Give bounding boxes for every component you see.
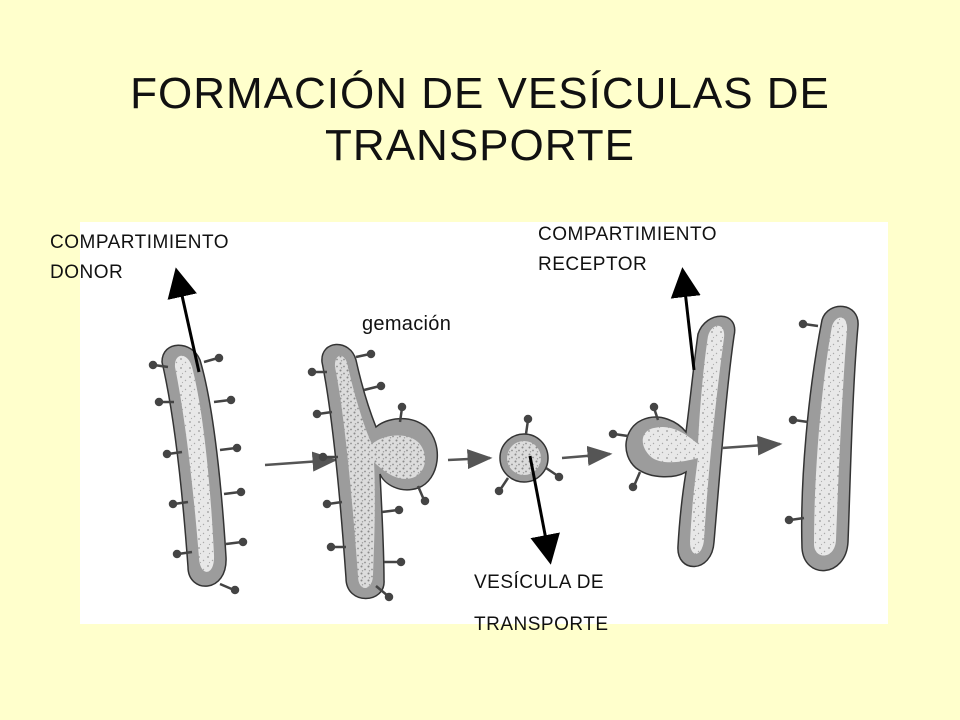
donor-compartment-stage-1 <box>148 344 248 595</box>
donor-compartment-label: COMPARTIMIENTO DONOR <box>50 228 229 288</box>
vesicle-pointer-arrow <box>528 455 560 565</box>
receptor-compartment-label: COMPARTIMIENTO RECEPTOR <box>538 220 717 280</box>
diagram-title: FORMACIÓN DE VESÍCULAS DE TRANSPORTE <box>0 68 960 172</box>
receptor-label-line-1: COMPARTIMIENTO <box>538 224 718 245</box>
fusing-receptor-compartment <box>608 315 736 568</box>
figure-drawing <box>148 305 859 602</box>
flow-arrow-4 <box>721 435 783 456</box>
donor-pointer-arrow <box>167 267 201 373</box>
vesicle-formation-figure <box>80 222 888 624</box>
donor-label-line-2: DONOR <box>50 262 124 283</box>
budding-compartment-stage-2 <box>307 343 439 602</box>
transport-vesicle-label: VESÍCULA DE TRANSPORTE <box>474 562 609 646</box>
flow-arrow-3 <box>561 445 613 466</box>
receptor-pointer-arrow <box>670 267 701 371</box>
donor-label-line-1: COMPARTIMIENTO <box>50 232 230 253</box>
vesicle-label-line-1: VESÍCULA DE <box>474 572 605 593</box>
budding-label: gemación <box>362 313 452 335</box>
receptor-compartment-final <box>784 305 859 572</box>
receptor-label-line-2: RECEPTOR <box>538 254 648 275</box>
title-line-1: FORMACIÓN DE VESÍCULAS DE <box>130 69 830 118</box>
flow-arrow-2 <box>447 449 493 470</box>
title-line-2: TRANSPORTE <box>325 121 635 170</box>
vesicle-label-line-2: TRANSPORTE <box>474 614 609 635</box>
